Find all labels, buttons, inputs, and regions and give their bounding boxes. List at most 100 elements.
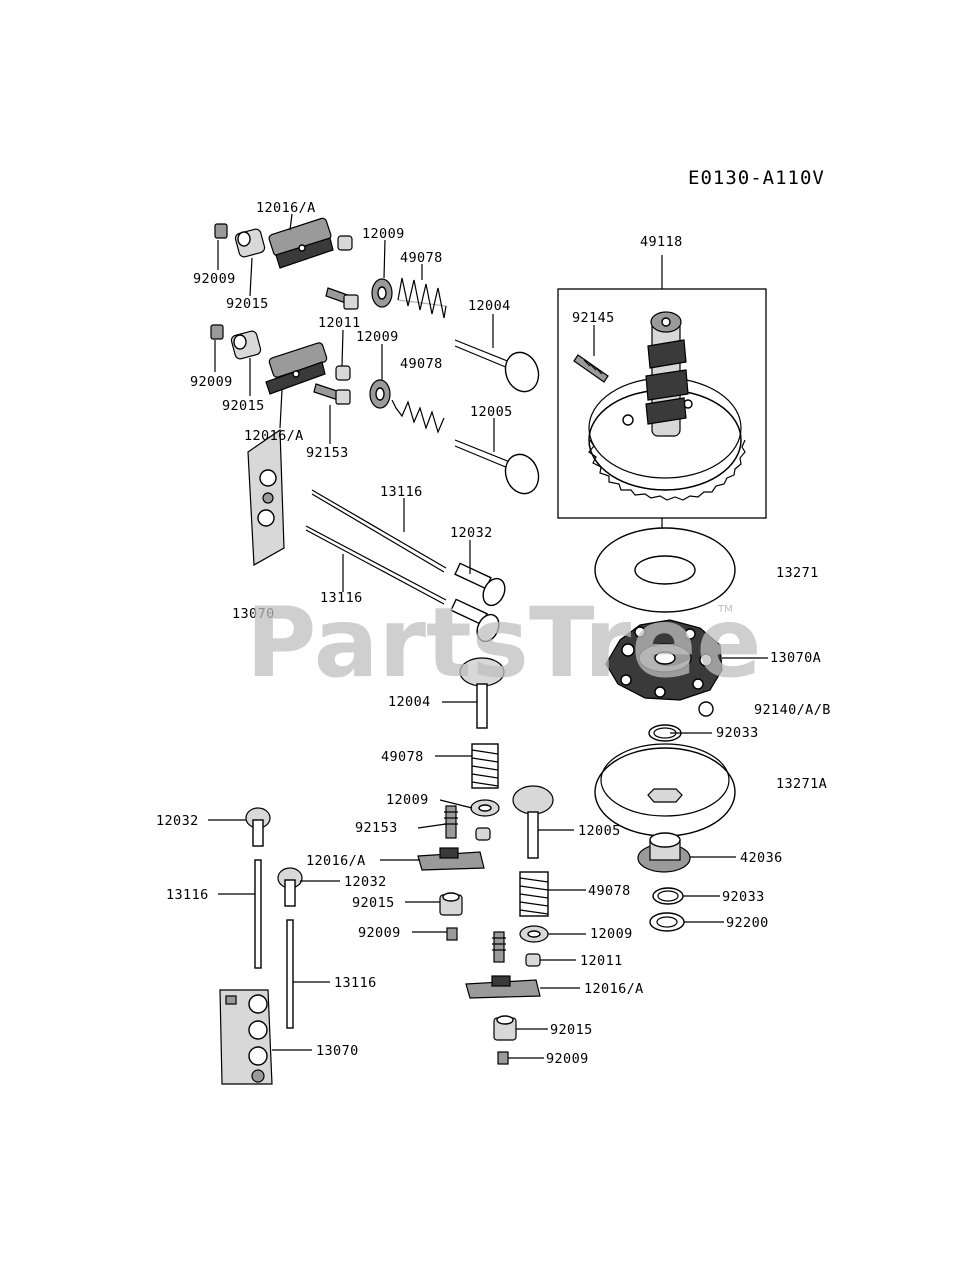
label-12032: 12032: [156, 813, 199, 829]
spring-49078-upper: [397, 277, 447, 319]
valve-12005-lower: [512, 785, 554, 859]
nut-92015-lower-right: [493, 1015, 517, 1041]
label-12009: 12009: [590, 926, 633, 942]
label-49078: 49078: [381, 749, 424, 765]
label-12009: 12009: [386, 792, 429, 808]
stud-upper: [325, 287, 359, 310]
pin-92145: [573, 354, 609, 383]
label-12011: 12011: [580, 953, 623, 969]
leader-lines: [208, 213, 768, 1059]
stud-lower-right: [492, 931, 506, 963]
retainer-12009-lower-left: [470, 799, 500, 817]
label-12016a: 12016/A: [256, 200, 316, 216]
label-12009: 12009: [356, 329, 399, 345]
pivot-12011-lower-right: [525, 953, 541, 967]
washer-92200: [649, 912, 685, 932]
circlip-92033-lower: [652, 887, 684, 905]
label-92015: 92015: [352, 895, 395, 911]
rocker-12016a-lower-left: [417, 847, 485, 871]
valve-12005-middle: [454, 439, 540, 495]
label-12016a: 12016/A: [584, 981, 644, 997]
label-13271a: 13271A: [776, 776, 827, 792]
rocker-arm-upper: [268, 217, 334, 269]
label-92009: 92009: [193, 271, 236, 287]
label-92009: 92009: [358, 925, 401, 941]
label-12004: 12004: [388, 694, 431, 710]
label-13070: 13070: [316, 1043, 359, 1059]
label-92033: 92033: [722, 889, 765, 905]
label-92200: 92200: [726, 915, 769, 931]
label-92145: 92145: [572, 310, 615, 326]
label-92153: 92153: [306, 445, 349, 461]
label-12005: 12005: [578, 823, 621, 839]
label-12032: 12032: [450, 525, 493, 541]
label-49118: 49118: [640, 234, 683, 250]
label-92015: 92015: [226, 296, 269, 312]
pivot-12011-middle: [335, 365, 351, 381]
label-12032: 12032: [344, 874, 387, 890]
ball-92140: [698, 701, 714, 717]
tappet-12032-lower-middle: [277, 867, 303, 907]
adjuster-nut-middle: [230, 330, 262, 360]
label-13116: 13116: [380, 484, 423, 500]
label-92140-a-b: 92140/A/B: [754, 702, 831, 718]
valve-12004-upper: [454, 339, 540, 393]
push-rod-13116-lower-left: [254, 859, 262, 969]
stud-92153-lower: [444, 805, 458, 839]
retainer-12009-upper: [371, 278, 393, 308]
camshaft-gear-49118: [588, 311, 746, 501]
label-92009: 92009: [190, 374, 233, 390]
push-rod-guide-13070-upper: [247, 428, 285, 567]
label-49078: 49078: [400, 356, 443, 372]
push-rod-13116-lower: [305, 525, 447, 605]
spring-49078-middle: [391, 399, 445, 434]
sleeve-13271a: [594, 743, 736, 837]
diagram-code: E0130-A110V: [688, 167, 825, 189]
circlip-92033-upper: [648, 724, 682, 742]
label-13116: 13116: [320, 590, 363, 606]
rocker-12016a-lower-right: [465, 975, 541, 999]
retainer-12009-lower-right: [519, 925, 549, 943]
screw-92009-middle: [210, 324, 224, 340]
label-13070: 13070: [232, 606, 275, 622]
label-49078: 49078: [400, 250, 443, 266]
rocker-arm-middle: [265, 342, 328, 395]
label-13116: 13116: [334, 975, 377, 991]
label-12016a: 12016/A: [244, 428, 304, 444]
holder-42036: [637, 832, 691, 873]
spring-49078-lower-left: [471, 743, 499, 789]
tappet-12032-lower: [450, 598, 500, 643]
label-13070a: 13070A: [770, 650, 821, 666]
label-92009: 92009: [546, 1051, 589, 1067]
tappet-12032-upper: [454, 562, 506, 607]
screw-92009-lower-right: [497, 1051, 509, 1065]
label-12005: 12005: [470, 404, 513, 420]
callout-labels: 12016/A 12009 49078 92009 92015 12004 12…: [156, 200, 831, 1067]
tappet-12032-lower-left: [245, 807, 271, 847]
label-13271: 13271: [776, 565, 819, 581]
label-13116: 13116: [166, 887, 209, 903]
push-rod-13116-lower-middle: [286, 919, 294, 1029]
push-rod-13116-upper: [311, 489, 447, 573]
label-92015: 92015: [222, 398, 265, 414]
adjuster-nut-upper: [234, 228, 266, 258]
label-49078: 49078: [588, 883, 631, 899]
label-92015: 92015: [550, 1022, 593, 1038]
screw-92009-upper: [214, 223, 228, 239]
stud-92153-middle: [313, 383, 351, 405]
screw-92009-lower-left: [446, 927, 458, 941]
pivot-lower-left: [475, 827, 491, 841]
label-12004: 12004: [468, 298, 511, 314]
retainer-12009-middle: [369, 379, 391, 409]
valve-12004-lower: [459, 657, 505, 729]
washer-13271: [594, 527, 736, 613]
label-92033: 92033: [716, 725, 759, 741]
spring-49078-lower-right: [519, 871, 549, 917]
governor-plate-13070a: [605, 619, 723, 701]
push-rod-guide-13070-lower: [219, 989, 273, 1085]
label-12011: 12011: [318, 315, 361, 331]
label-92153: 92153: [355, 820, 398, 836]
pivot-upper: [337, 235, 353, 251]
label-42036: 42036: [740, 850, 783, 866]
